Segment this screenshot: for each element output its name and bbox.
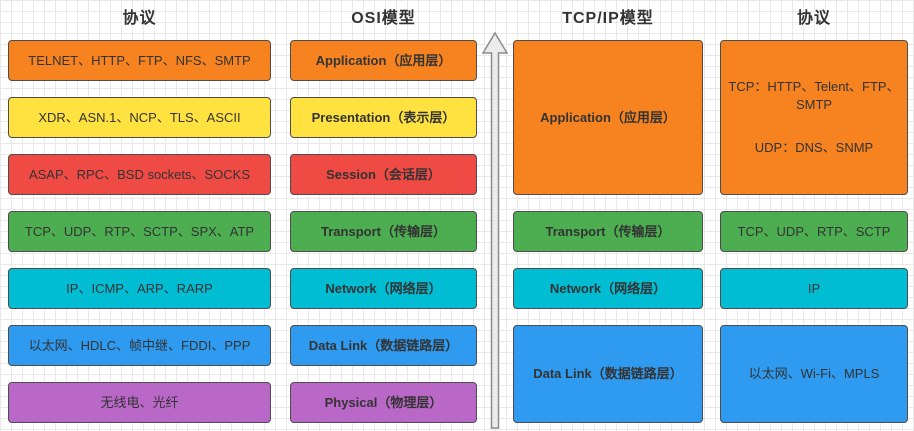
tcpip-layer-network: Network（网络层）	[513, 268, 703, 309]
osi-layer-presentation: Presentation（表示层）	[290, 97, 477, 138]
header-protocols-right: 协议	[796, 10, 831, 27]
osi-layer-physical: Physical（物理层）	[290, 382, 477, 423]
left-protocols-application: TELNET、HTTP、FTP、NFS、SMTP	[8, 40, 271, 81]
header-tcpip-model: TCP/IP模型	[562, 10, 654, 27]
right-protocols-application-udp-line: UDP：DNS、SNMP	[754, 140, 874, 156]
left-protocols-datalink: 以太网、HDLC、帧中继、FDDI、PPP	[8, 325, 271, 366]
right-protocols-transport: TCP、UDP、RTP、SCTP	[720, 211, 908, 252]
up-arrow-shape	[481, 31, 509, 429]
tcpip-layer-datalink: Data Link（数据链路层）	[513, 325, 703, 423]
right-protocols-network: IP	[720, 268, 908, 309]
right-protocols-application-tcp-line: TCP：HTTP、Telent、FTP、SMTP	[728, 79, 900, 112]
left-protocols-transport: TCP、UDP、RTP、SCTP、SPX、ATP	[8, 211, 271, 252]
header-osi-model: OSI模型	[351, 10, 416, 27]
left-protocols-physical: 无线电、光纤	[8, 382, 271, 423]
right-protocols-datalink: 以太网、Wi-Fi、MPLS	[720, 325, 908, 423]
osi-layer-transport: Transport（传输层）	[290, 211, 477, 252]
up-arrow-icon	[481, 31, 509, 430]
left-protocols-network: IP、ICMP、ARP、RARP	[8, 268, 271, 309]
osi-layer-network: Network（网络层）	[290, 268, 477, 309]
tcpip-layer-transport: Transport（传输层）	[513, 211, 703, 252]
osi-layer-application: Application（应用层）	[290, 40, 477, 81]
tcpip-layer-application: Application（应用层）	[513, 40, 703, 195]
osi-layer-datalink: Data Link（数据链路层）	[290, 325, 477, 366]
header-protocols-left: 协议	[122, 10, 157, 27]
left-protocols-presentation: XDR、ASN.1、NCP、TLS、ASCII	[8, 97, 271, 138]
right-protocols-application: TCP：HTTP、Telent、FTP、SMTP UDP：DNS、SNMP	[720, 40, 908, 195]
osi-layer-session: Session（会话层）	[290, 154, 477, 195]
left-protocols-session: ASAP、RPC、BSD sockets、SOCKS	[8, 154, 271, 195]
